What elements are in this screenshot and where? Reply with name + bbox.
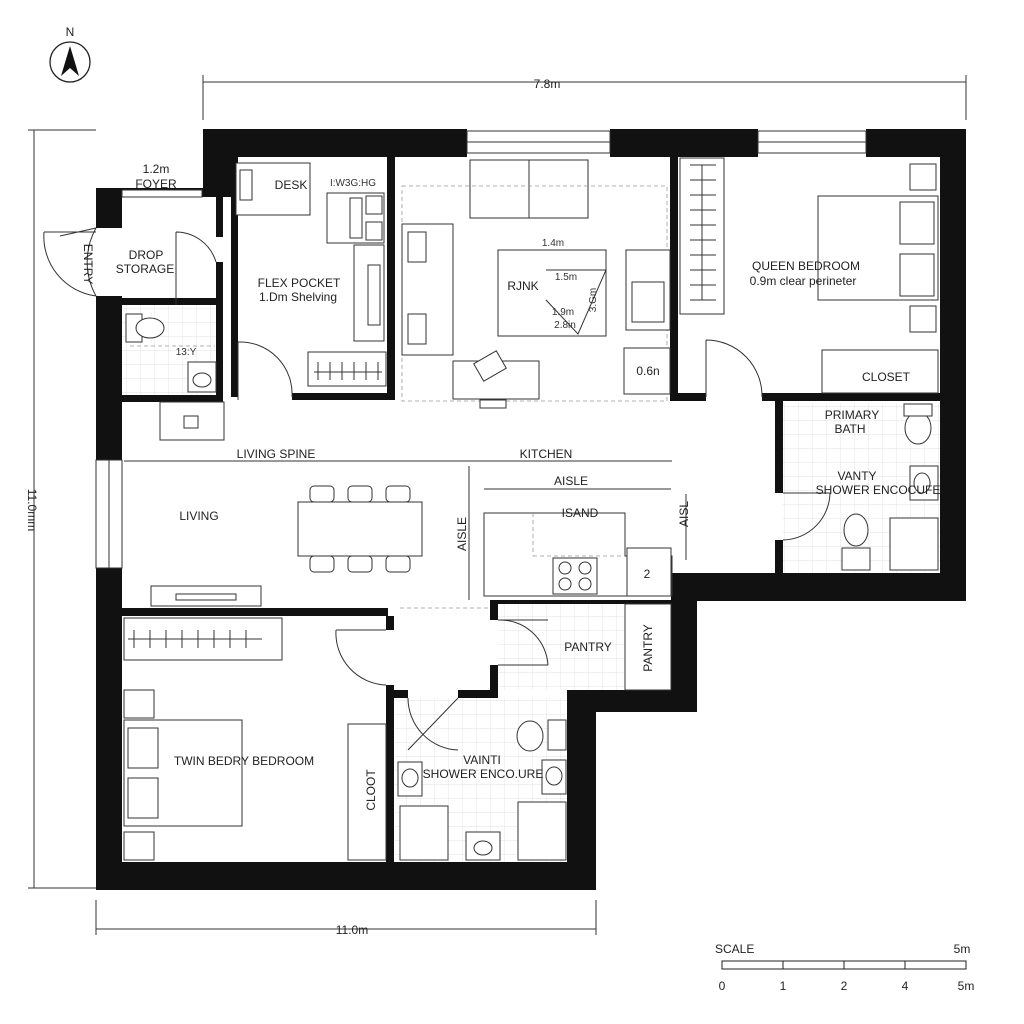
dim-top: 7.8m (534, 77, 561, 91)
dimensions: 7.8m 11.0mm 11.0m 1.2m FOYER (25, 75, 967, 937)
scale-bar: SCALE 5m 0 1 2 4 5m (715, 942, 974, 993)
dim-left: 11.0mm (25, 489, 39, 531)
compass-arrow-icon (61, 46, 79, 76)
vanity-label: VANTY (837, 469, 876, 483)
scale-tick-0: 0 (719, 979, 726, 993)
room-labels: ENTRY DROP STORAGE DESK I:W3G:HG FLEX PO… (81, 178, 940, 811)
aisle-top-label: AISLE (554, 474, 588, 488)
flex-shelving-label: 1.Dm Shelving (259, 290, 337, 304)
flex-pocket-label: FLEX POCKET (258, 276, 341, 290)
living-spine-label: LIVING SPINE (237, 447, 316, 461)
scale-tick-1: 1 (780, 979, 787, 993)
desk-label: DESK (275, 178, 308, 192)
aisle-right-label: AISL (677, 501, 691, 527)
queen-bedroom-label: QUEEN BEDROOM (752, 259, 860, 273)
furniture (123, 157, 939, 861)
scale-tick-4: 5m (958, 979, 975, 993)
dim-bottom: 11.0m (336, 923, 368, 937)
living-label: LIVING (179, 509, 218, 523)
kitchen-label: KITCHEN (520, 447, 573, 461)
pantry-side-label: PANTRY (641, 624, 655, 672)
wc-note: 13:Y (176, 347, 197, 358)
drop-storage-label: DROP (129, 248, 164, 262)
rink-dim-a: 1.5m (555, 272, 577, 283)
compass: N (49, 25, 91, 83)
dim-foyer-width: 1.2m (143, 162, 170, 176)
shower-2-label: SHOWER ENCO.URE (423, 767, 544, 781)
twin-bedroom-label: TWIN BEDRY BEDROOM (174, 754, 314, 768)
compass-ring (49, 41, 91, 83)
foyer-label: FOYER (135, 177, 177, 191)
range-mark: 2 (644, 567, 651, 581)
cloot-label: CLOOT (364, 769, 378, 811)
vanity-2-label: VAINTI (463, 753, 501, 767)
walls (96, 129, 966, 890)
compass-north-label: N (66, 25, 75, 39)
scale-title: SCALE (715, 942, 754, 956)
primary-bath-label-2: BATH (834, 422, 865, 436)
rink-label: RJNK (507, 279, 538, 293)
aisle-left-label: AISLE (455, 517, 469, 551)
scale-tick-3: 4 (902, 979, 909, 993)
kitchen-side-label: 0.6n (636, 364, 659, 378)
queen-bedroom-note: 0.9m clear perineter (750, 274, 857, 288)
pantry-label: PANTRY (564, 640, 612, 654)
rink-width: 1.4m (542, 238, 564, 249)
rink-dim-d: 3.Gm (588, 288, 599, 312)
shower-primary-label: SHOWER ENCOCUFE (816, 483, 941, 497)
scale-tick-2: 2 (841, 979, 848, 993)
scale-end: 5m (954, 942, 971, 956)
island-label: ISAND (562, 506, 599, 520)
entry-label: ENTRY (81, 244, 95, 284)
rink-dim-c: 2.8in (554, 320, 576, 331)
drop-storage-label-2: STORAGE (116, 262, 174, 276)
primary-bath-label: PRIMARY (825, 408, 879, 422)
pantry-tiles (498, 604, 625, 690)
doors (43, 227, 831, 751)
windows (95, 130, 867, 569)
desk-note: I:W3G:HG (330, 178, 376, 189)
rink-dim-b: 1.9m (552, 307, 574, 318)
closet-label: CLOSET (862, 370, 911, 384)
